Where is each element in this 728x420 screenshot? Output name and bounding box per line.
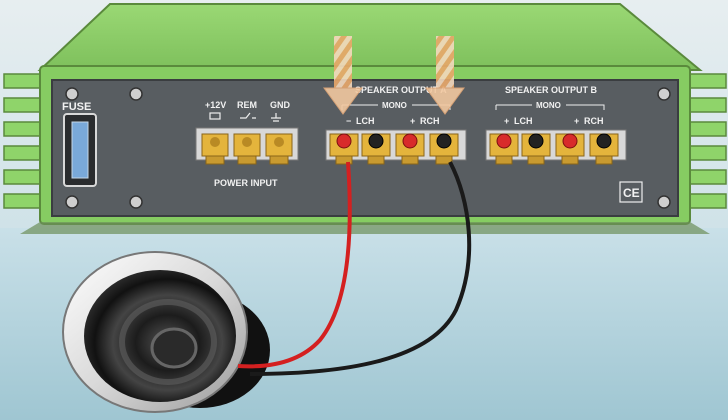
terminal-label-rem: REM (237, 100, 257, 110)
power-terminal-block (195, 127, 299, 165)
speaker-a-terminal-block (325, 129, 467, 165)
speaker-output-b-label: SPEAKER OUTPUT B (505, 85, 598, 95)
rch-label-a: RCH (420, 116, 440, 126)
panel-screws (65, 87, 671, 209)
mono-label-b: MONO (536, 101, 561, 110)
speaker-b-terminal-block (485, 129, 627, 165)
ce-mark: CE (623, 186, 640, 200)
arrow-icon-right (425, 36, 465, 115)
plus-sign-b-left: + (504, 116, 509, 126)
terminal-label-gnd: GND (270, 100, 291, 110)
fuse-icon (71, 121, 89, 179)
ce-mark-frame (619, 181, 643, 203)
terminal-label-12v: +12V (205, 100, 226, 110)
power-symbol-icons (209, 112, 281, 122)
fuse-label: FUSE (62, 101, 91, 113)
speaker-output-a-label: SPEAKER OUTPUT A (355, 85, 447, 95)
arrow-icon-left (323, 36, 363, 115)
rch-label-b: RCH (584, 116, 604, 126)
mono-bracket-b (495, 104, 605, 110)
minus-sign-a-left: − (346, 116, 351, 126)
speaker-dustcap (150, 327, 198, 369)
plus-sign-b-right: + (574, 116, 579, 126)
mono-label-a: MONO (382, 101, 407, 110)
plus-sign-a-right: + (410, 116, 415, 126)
amplifier-base (20, 222, 710, 234)
black-wire (249, 161, 472, 376)
lch-label-b: LCH (514, 116, 533, 126)
lch-label-a: LCH (356, 116, 375, 126)
amplifier-top (37, 3, 703, 71)
red-wire (237, 161, 352, 369)
speaker (62, 251, 270, 413)
power-input-label: POWER INPUT (214, 178, 278, 188)
